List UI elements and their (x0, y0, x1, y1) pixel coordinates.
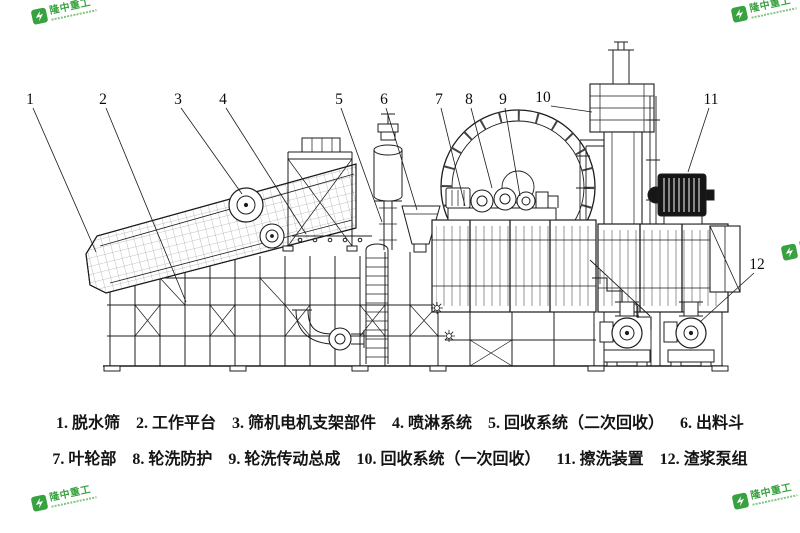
brand-logo-icon (730, 5, 749, 24)
callout-number: 7 (435, 91, 443, 108)
wheel-tank-guard (431, 219, 597, 313)
slurry-pumps (599, 301, 715, 367)
brand-logo-icon (30, 494, 49, 513)
callout-number: 11 (704, 91, 719, 108)
legend-item: 3. 筛机电机支架部件 (231, 415, 376, 432)
legend-item: 12. 渣浆泵组 (659, 451, 748, 468)
right-platform (597, 223, 741, 313)
callout-number: 6 (380, 91, 388, 108)
callout-number: 5 (335, 91, 343, 108)
brand-logo-icon (731, 492, 750, 511)
callout-number: 9 (499, 91, 507, 108)
callout-number: 8 (465, 91, 473, 108)
brand-logo-icon (30, 7, 49, 26)
legend-item: 11. 擦洗装置 (556, 451, 644, 468)
callout-number: 10 (535, 89, 551, 106)
slurry-pump-1 (599, 301, 651, 367)
watermark: 隆中重工 (731, 481, 798, 510)
watermark: 隆中重工 (730, 0, 797, 24)
legend-item: 7. 叶轮部 (52, 451, 117, 468)
legend-item: 4. 喷淋系统 (392, 415, 473, 432)
watermark: 隆中重工 (780, 232, 800, 261)
callout-leader-lines (32, 105, 755, 323)
secondary-recovery-vessel (373, 113, 403, 250)
callout-number: 1 (26, 91, 34, 108)
callout-numbers: 1 2 3 4 5 6 7 8 9 10 11 12 (26, 89, 765, 273)
callout-number: 3 (174, 91, 182, 108)
legend-item: 10. 回收系统（一次回收） (356, 451, 541, 468)
legend-row-2: 7. 叶轮部 8. 轮洗防护 9. 轮洗传动总成 10. 回收系统（一次回收） … (0, 448, 800, 472)
motor-bracket-frame (282, 137, 358, 252)
legend-item: 1. 脱水筛 (55, 415, 120, 432)
wheel-drive-assembly (445, 187, 559, 221)
legend-item: 9. 轮洗传动总成 (228, 451, 341, 468)
primary-recovery-column (576, 41, 660, 229)
legend-row-1: 1. 脱水筛 2. 工作平台 3. 筛机电机支架部件 4. 喷淋系统 5. 回收… (0, 412, 800, 436)
work-platform-truss (103, 252, 729, 372)
legend-item: 8. 轮洗防护 (132, 451, 213, 468)
discharge-hopper (401, 205, 441, 253)
watermark: 隆中重工 (30, 0, 97, 26)
legend-item: 2. 工作平台 (135, 415, 216, 432)
brand-logo-icon (780, 243, 799, 262)
callout-number: 12 (749, 256, 765, 273)
legend-item: 6. 出料斗 (680, 415, 745, 432)
slurry-pump-2 (663, 301, 715, 367)
ladder (365, 243, 389, 364)
legend-item: 5. 回收系统（二次回收） (488, 415, 665, 432)
vibration-motors (228, 187, 285, 249)
parts-legend: 1. 脱水筛 2. 工作平台 3. 筛机电机支架部件 4. 喷淋系统 5. 回收… (0, 412, 800, 484)
callout-number: 4 (219, 91, 227, 108)
scrub-motor (647, 173, 715, 225)
valve-handwheels (431, 302, 455, 342)
callout-number: 2 (99, 91, 107, 108)
watermark: 隆中重工 (30, 483, 97, 512)
dewatering-screen (85, 163, 357, 294)
discharge-pipe (292, 309, 365, 351)
spray-system (292, 235, 372, 243)
